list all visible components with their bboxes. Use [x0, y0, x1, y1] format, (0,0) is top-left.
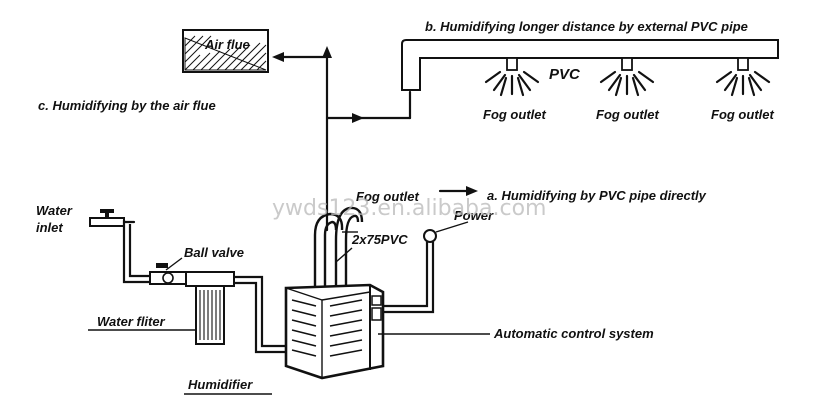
water-inlet-label-2: inlet	[36, 220, 63, 235]
watermark: ywds123.en.alibaba.com	[272, 196, 546, 221]
water-inlet-label-1: Water	[36, 203, 73, 218]
humidifier-unit	[284, 283, 385, 380]
fog-outlet-main-label: Fog outlet	[356, 189, 419, 204]
fog-nozzle-2	[599, 57, 655, 97]
air-flue-arrow	[272, 46, 332, 232]
air-flue-option-label: c. Humidifying by the air flue	[38, 98, 216, 113]
water-inlet-valve	[89, 209, 136, 227]
water-line	[122, 220, 150, 284]
direct-arrow	[438, 186, 478, 196]
long-pipe-title: b. Humidifying longer distance by extern…	[425, 19, 748, 34]
air-flue-box	[182, 29, 269, 73]
pvc-long-pipe	[401, 39, 779, 91]
pvc-label: PVC	[549, 66, 581, 83]
fog-nozzle-1	[484, 57, 540, 97]
branch-to-long-pipe	[325, 90, 412, 123]
humidifier-label: Humidifier	[188, 377, 253, 392]
outlet-pipes	[313, 206, 364, 292]
air-flue-label: Air flue	[204, 37, 250, 52]
pipe-size-leader	[335, 247, 353, 263]
fog-outlet-label-1: Fog outlet	[483, 107, 546, 122]
fog-nozzle-3	[715, 57, 771, 97]
direct-pvc-label: a. Humidifying by PVC pipe directly	[487, 188, 707, 203]
fog-outlet-label-2: Fog outlet	[596, 107, 659, 122]
water-filter-label: Water fliter	[97, 314, 166, 329]
ball-valve-leader	[165, 257, 183, 271]
power-label: Power	[454, 208, 494, 223]
water-filter	[185, 271, 286, 354]
ball-valve	[149, 263, 187, 285]
power-cable	[384, 221, 469, 314]
pipe-size-label: 2x75PVC	[351, 232, 408, 247]
fog-outlet-label-3: Fog outlet	[711, 107, 774, 122]
control-system-label: Automatic control system	[493, 326, 654, 341]
ball-valve-label: Ball valve	[184, 245, 244, 260]
